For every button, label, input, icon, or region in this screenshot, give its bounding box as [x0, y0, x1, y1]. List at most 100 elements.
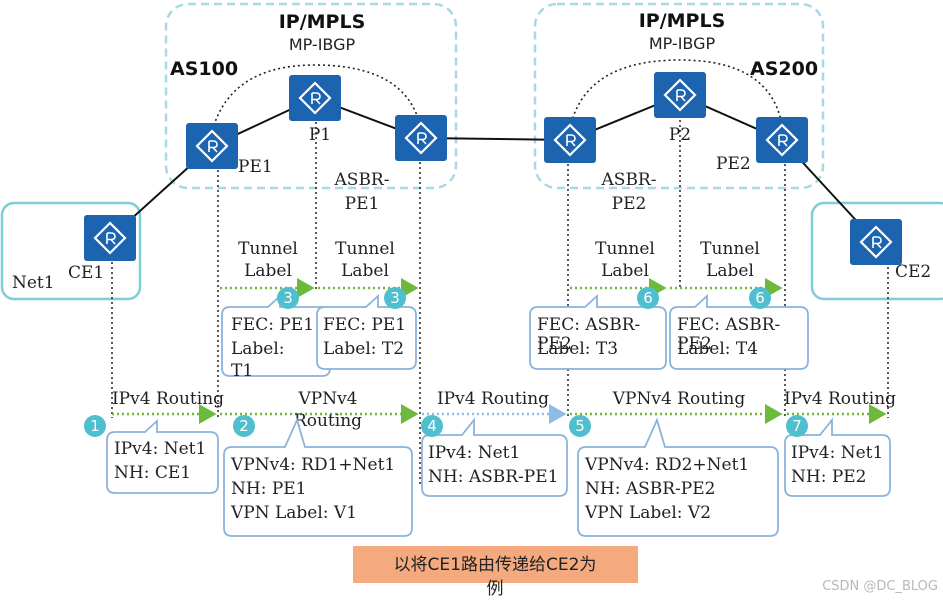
routing-label-vpnv4-1-line1: VPNv4: [297, 389, 357, 409]
callout-fec-pe1-b-line1: FEC: PE1: [323, 315, 406, 335]
tunnel-label-1-line1: Tunnel: [238, 239, 298, 259]
callout-vpnv4-pe1-line3: VPN Label: V1: [230, 503, 357, 523]
routing-label-vpnv4-2: VPNv4 Routing: [612, 389, 746, 409]
callout-ipv4-asbr: [421, 417, 568, 497]
callout-fec-asbr-a: [529, 293, 667, 370]
router-p2-icon[interactable]: [652, 70, 708, 120]
router-pe1-icon[interactable]: [184, 121, 240, 171]
callout-fec-pe1-a-line1: FEC: PE1: [231, 315, 314, 335]
svg-text:1: 1: [90, 417, 100, 435]
vertical-guides: [111, 120, 889, 485]
svg-text:5: 5: [575, 417, 585, 435]
p2-label: P2: [669, 125, 691, 145]
site-ce2: [810, 201, 943, 301]
as100-subtitle: MP-IBGP: [289, 35, 356, 54]
callout-ipv4-ce1-line1: IPv4: Net1: [114, 439, 206, 459]
asbr-pe2-label-line1: ASBR-: [601, 170, 657, 190]
step-badge-1: 1: [84, 415, 106, 437]
svg-text:3: 3: [283, 289, 293, 307]
caption-box: [353, 546, 638, 583]
callout-fec-pe1-b-line2: Label: T2: [323, 339, 404, 359]
caption-line2: 例: [487, 579, 504, 599]
asbr-pe1-label-line1: ASBR-: [334, 170, 390, 190]
caption-line1: 以将CE1路由传递给CE2为: [394, 555, 597, 575]
callout-fec-asbr-b-line1: FEC: ASBR-: [677, 315, 780, 335]
step-badge-5: 5: [569, 415, 591, 437]
router-p1-icon[interactable]: [287, 73, 343, 123]
ce2-label: CE2: [895, 262, 931, 282]
tunnel-label-1-line2: Label: [244, 261, 292, 281]
tunnel-label-2-line2: Label: [341, 261, 389, 281]
svg-text:6: 6: [643, 289, 653, 307]
as200-label: AS200: [750, 58, 818, 80]
callout-fec-pe1-a-line2: Label:: [231, 339, 285, 359]
svg-text:2: 2: [239, 417, 249, 435]
as100-label: AS100: [170, 58, 238, 80]
step-badge-4: 4: [421, 415, 443, 437]
site-ce1: [0, 201, 142, 301]
asbr-pe1-label-line2: PE1: [345, 194, 380, 214]
step-badge-6b: 6: [749, 287, 771, 309]
callout-fec-asbr-b-line2: PE2: [677, 334, 712, 354]
callout-fec-asbr-a-line3: Label: T3: [537, 339, 618, 359]
callout-fec-pe1-a-line3: T1: [231, 361, 253, 381]
router-ce1-icon[interactable]: [82, 213, 138, 263]
step-badge-3b: 3: [384, 287, 406, 309]
callout-fec-pe1-b: [316, 293, 417, 370]
router-asbr-pe1-icon[interactable]: [393, 113, 449, 163]
watermark: CSDN @DC_BLOG: [822, 579, 938, 594]
ce1-label: CE1: [68, 263, 104, 283]
callout-ipv4-ce1: [106, 418, 219, 494]
router-ce2-icon[interactable]: [848, 217, 904, 267]
callout-vpnv4-pe1-line2: NH: PE1: [231, 479, 307, 499]
callout-vpnv4-pe1-line1: VPNv4: RD1+Net1: [230, 455, 395, 475]
tunnel-label-4-line2: Label: [706, 261, 754, 281]
tunnel-label-3-line2: Label: [601, 261, 649, 281]
tunnel-label-4-line1: Tunnel: [700, 239, 760, 259]
mp-ibgp-arc-as100: [209, 64, 421, 141]
routing-label-ipv4-2: IPv4 Routing: [437, 389, 549, 409]
callout-fec-asbr-b-line3: Label: T4: [677, 339, 758, 359]
callout-fec-asbr-b: [669, 293, 809, 370]
callout-vpnv4-asbr: [577, 417, 779, 537]
router-pe2-icon[interactable]: [754, 115, 810, 165]
svg-text:7: 7: [792, 417, 802, 435]
callout-ipv4-asbr-line1: IPv4: Net1: [428, 443, 520, 463]
callout-vpnv4-asbr-line1: VPNv4: RD2+Net1: [584, 455, 749, 475]
callout-ipv4-ce1-line2: NH: CE1: [114, 463, 191, 483]
step-badge-7: 7: [786, 415, 808, 437]
pe1-label: PE1: [238, 157, 273, 177]
svg-text:4: 4: [427, 417, 437, 435]
callout-ipv4-asbr-line2: NH: ASBR-PE1: [428, 467, 558, 487]
callout-vpnv4-asbr-line3: VPN Label: V2: [584, 503, 711, 523]
step-badge-3a: 3: [277, 287, 299, 309]
svg-text:3: 3: [390, 289, 400, 307]
pe2-label: PE2: [716, 154, 751, 174]
callout-ipv4-pe2: [784, 417, 891, 497]
as100-region: [164, 2, 458, 190]
callout-ipv4-pe2-line1: IPv4: Net1: [791, 443, 883, 463]
as200-subtitle: MP-IBGP: [649, 34, 716, 53]
p1-label: P1: [309, 125, 331, 145]
callout-ipv4-pe2-line2: NH: PE2: [791, 467, 867, 487]
as100-title: IP/MPLS: [279, 11, 366, 33]
router-asbr-pe2-icon[interactable]: [542, 115, 598, 165]
callout-vpnv4-pe1: [223, 417, 413, 537]
step-badge-6a: 6: [637, 287, 659, 309]
callout-vpnv4-asbr-line2: NH: ASBR-PE2: [585, 479, 715, 499]
callout-fec-asbr-a-line2: PE2: [537, 334, 572, 354]
routing-label-vpnv4-1-line2: Routing: [294, 411, 362, 431]
callout-fec-asbr-a-line1: FEC: ASBR-: [537, 315, 640, 335]
routing-label-ipv4-1: IPv4 Routing: [112, 389, 224, 409]
routing-label-ipv4-3: IPv4 Routing: [784, 389, 896, 409]
svg-text:6: 6: [755, 289, 765, 307]
as200-title: IP/MPLS: [639, 10, 726, 32]
tunnel-label-3-line1: Tunnel: [595, 239, 655, 259]
net1-label: Net1: [12, 273, 55, 293]
tunnel-label-2-line1: Tunnel: [335, 239, 395, 259]
asbr-pe2-label-line2: PE2: [612, 194, 647, 214]
step-badge-2: 2: [233, 415, 255, 437]
mp-ibgp-arc-as200: [569, 59, 783, 129]
as200-region: [533, 2, 825, 190]
